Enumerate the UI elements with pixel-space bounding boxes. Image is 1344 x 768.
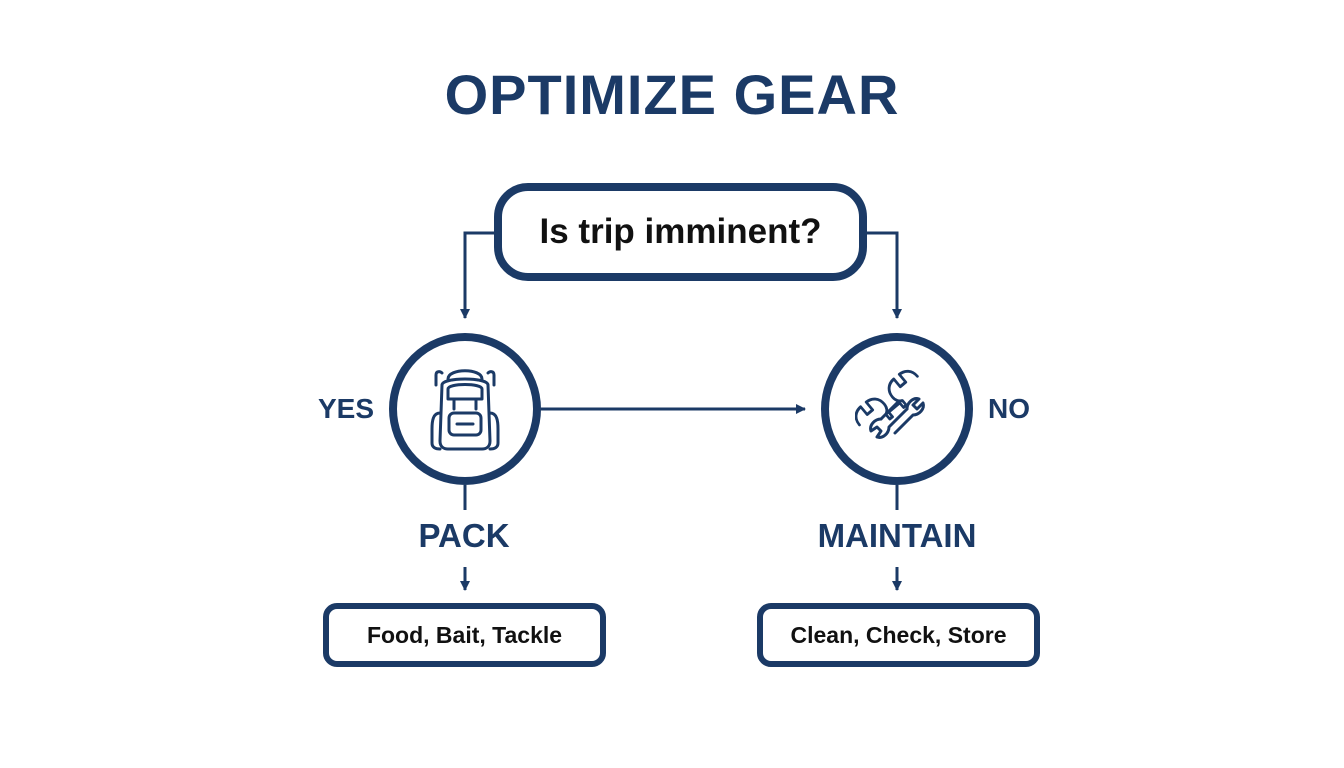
diagram-title: OPTIMIZE GEAR [444, 63, 900, 126]
maintain-result-box: Clean, Check, Store [757, 603, 1040, 667]
pack-result-text: Food, Bait, Tackle [366, 621, 563, 648]
wrench-icon [855, 367, 939, 451]
connector-question-to-no [867, 231, 902, 319]
yes-node [389, 333, 541, 485]
connector-question-to-yes [460, 231, 494, 319]
decision-question-text: Is trip imminent? [539, 212, 822, 251]
maintain-result-text: Clean, Check, Store [790, 621, 1007, 648]
decision-question-box: Is trip imminent? [494, 183, 867, 281]
backpack-icon [424, 363, 506, 455]
pack-result-box: Food, Bait, Tackle [323, 603, 606, 667]
yes-label: YES [318, 393, 375, 424]
no-label: NO [988, 393, 1030, 424]
no-node [821, 333, 973, 485]
pack-action-label: PACK [418, 517, 510, 554]
maintain-action-label: MAINTAIN [817, 517, 977, 554]
